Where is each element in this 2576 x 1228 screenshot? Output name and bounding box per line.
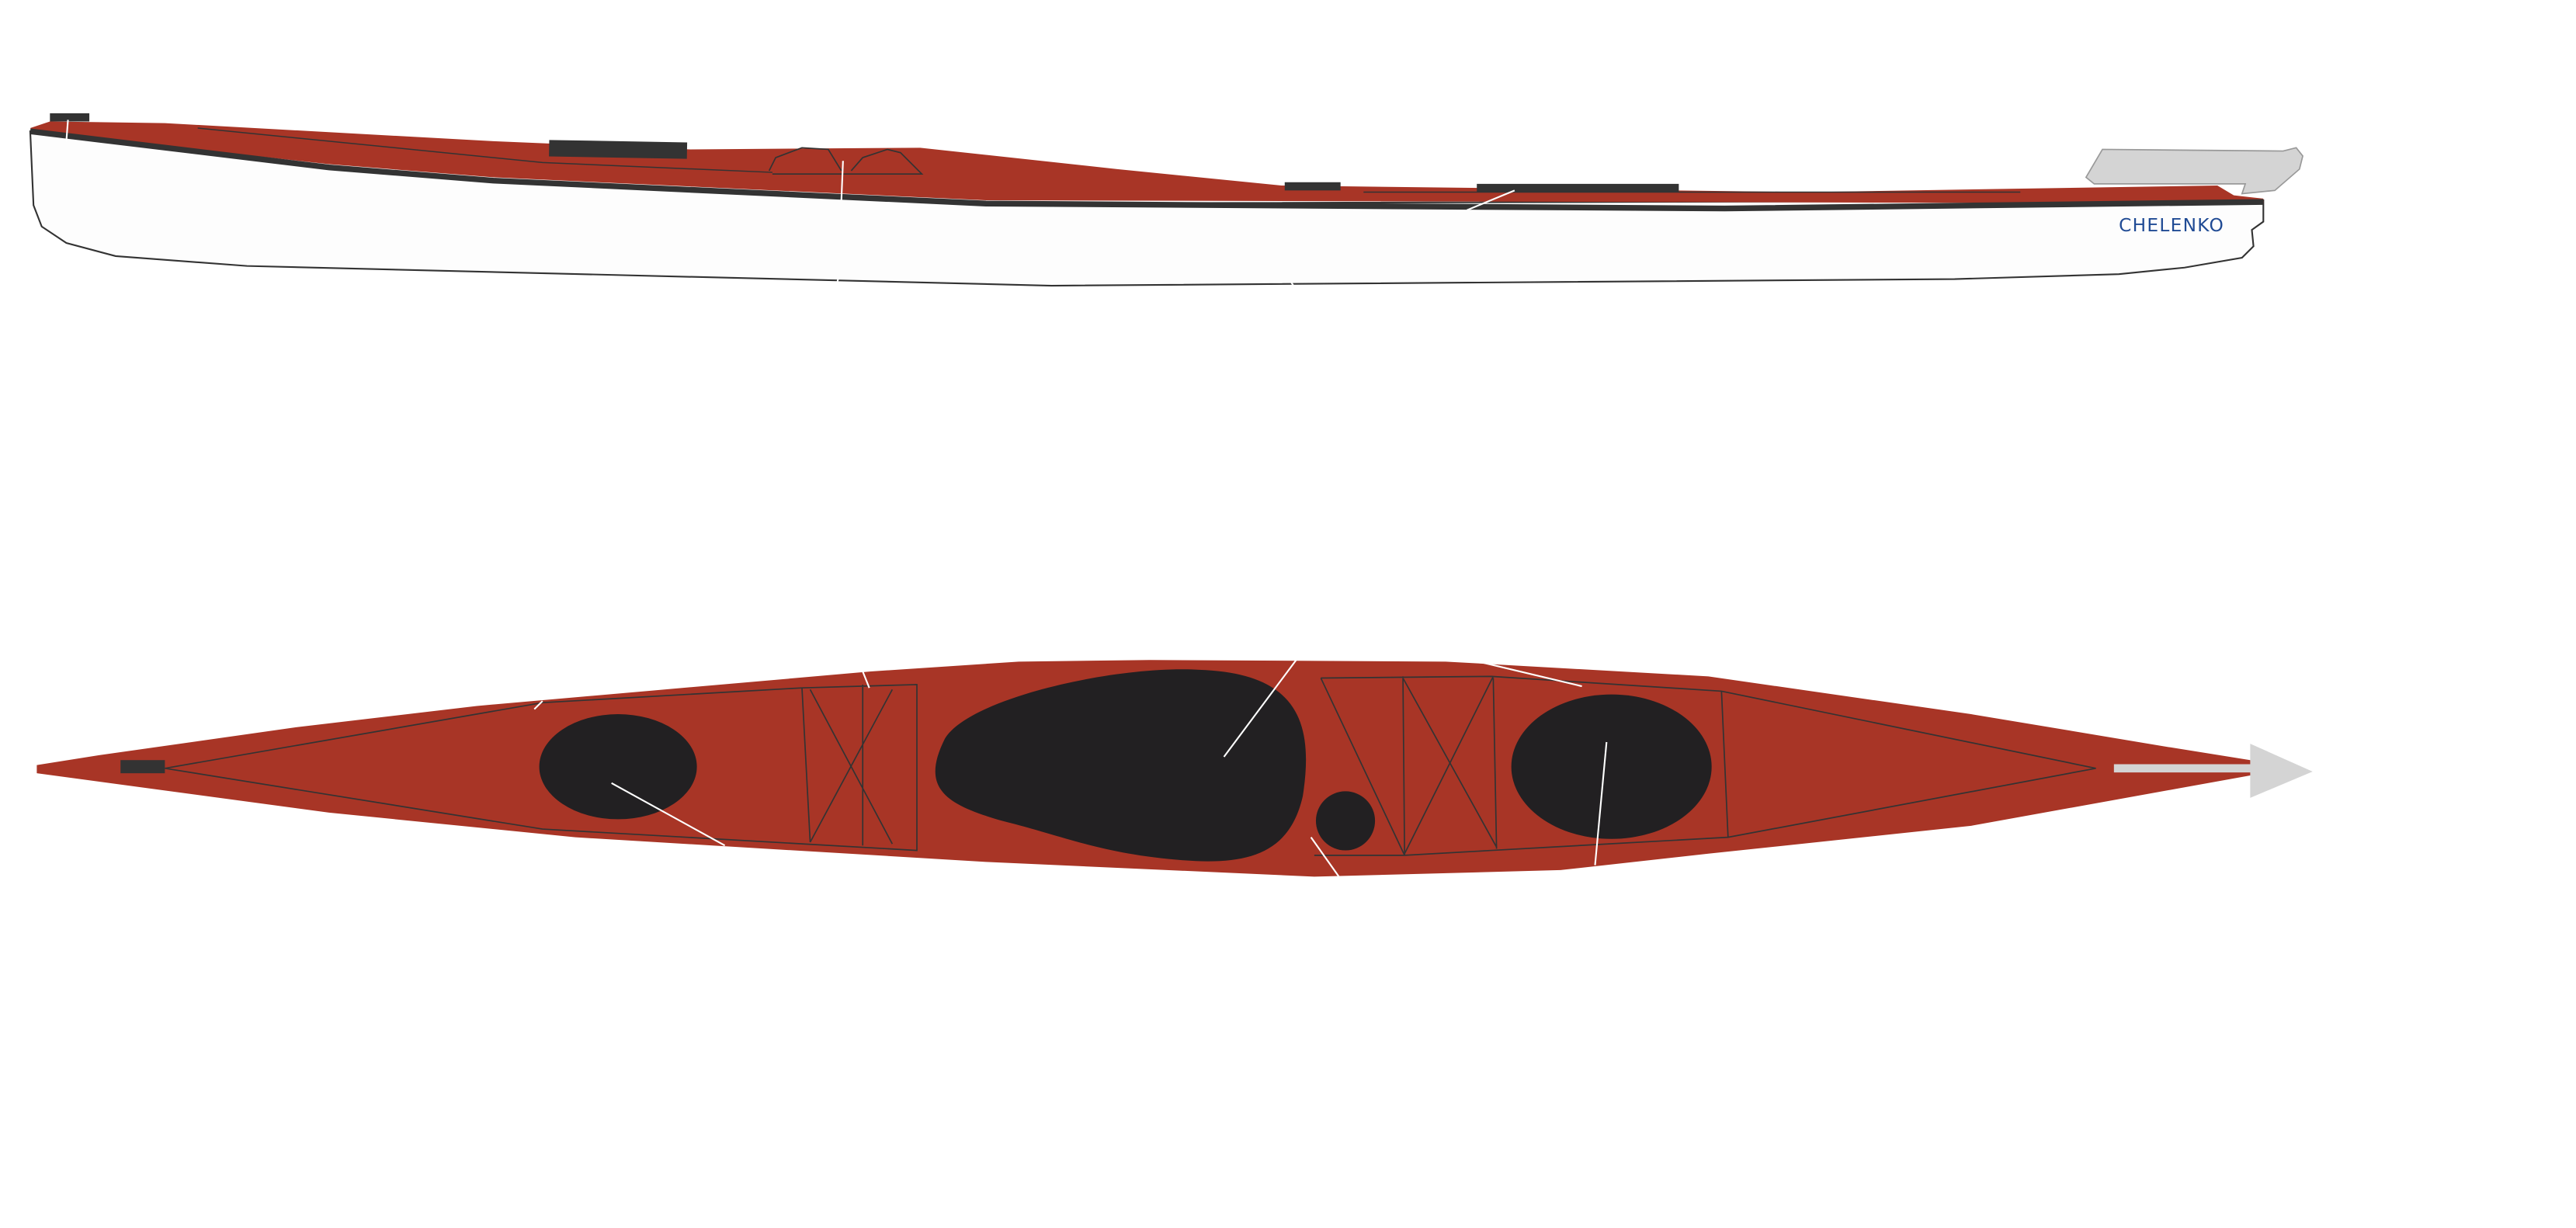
day-hatch[interactable] — [1315, 791, 1376, 851]
rudder-blade-icon — [2250, 744, 2313, 798]
deck-rim — [30, 128, 2264, 212]
callout-line — [533, 659, 1608, 878]
rear-hatch[interactable] — [1511, 694, 1712, 839]
rudder-side — [2085, 147, 2303, 195]
deck-fitting — [1477, 183, 1679, 193]
deck-line-side — [197, 127, 2021, 193]
deck-side — [30, 121, 2264, 204]
deck-lines-top — [165, 675, 2096, 856]
deck-fitting — [549, 140, 688, 159]
bow-handle — [120, 760, 165, 774]
deck-fitting — [1284, 182, 1341, 191]
kayak-top-view — [36, 659, 2313, 878]
front-hatch[interactable] — [539, 714, 697, 820]
deck-fitting — [50, 113, 90, 122]
callout-line — [65, 120, 1515, 288]
cockpit-coaming-side — [768, 147, 924, 175]
brand-logo: CHELENKO — [2119, 215, 2224, 236]
cockpit[interactable] — [935, 669, 1307, 862]
kayak-side-view: CHELENKO — [29, 113, 2303, 288]
rudder-top — [2113, 744, 2313, 798]
